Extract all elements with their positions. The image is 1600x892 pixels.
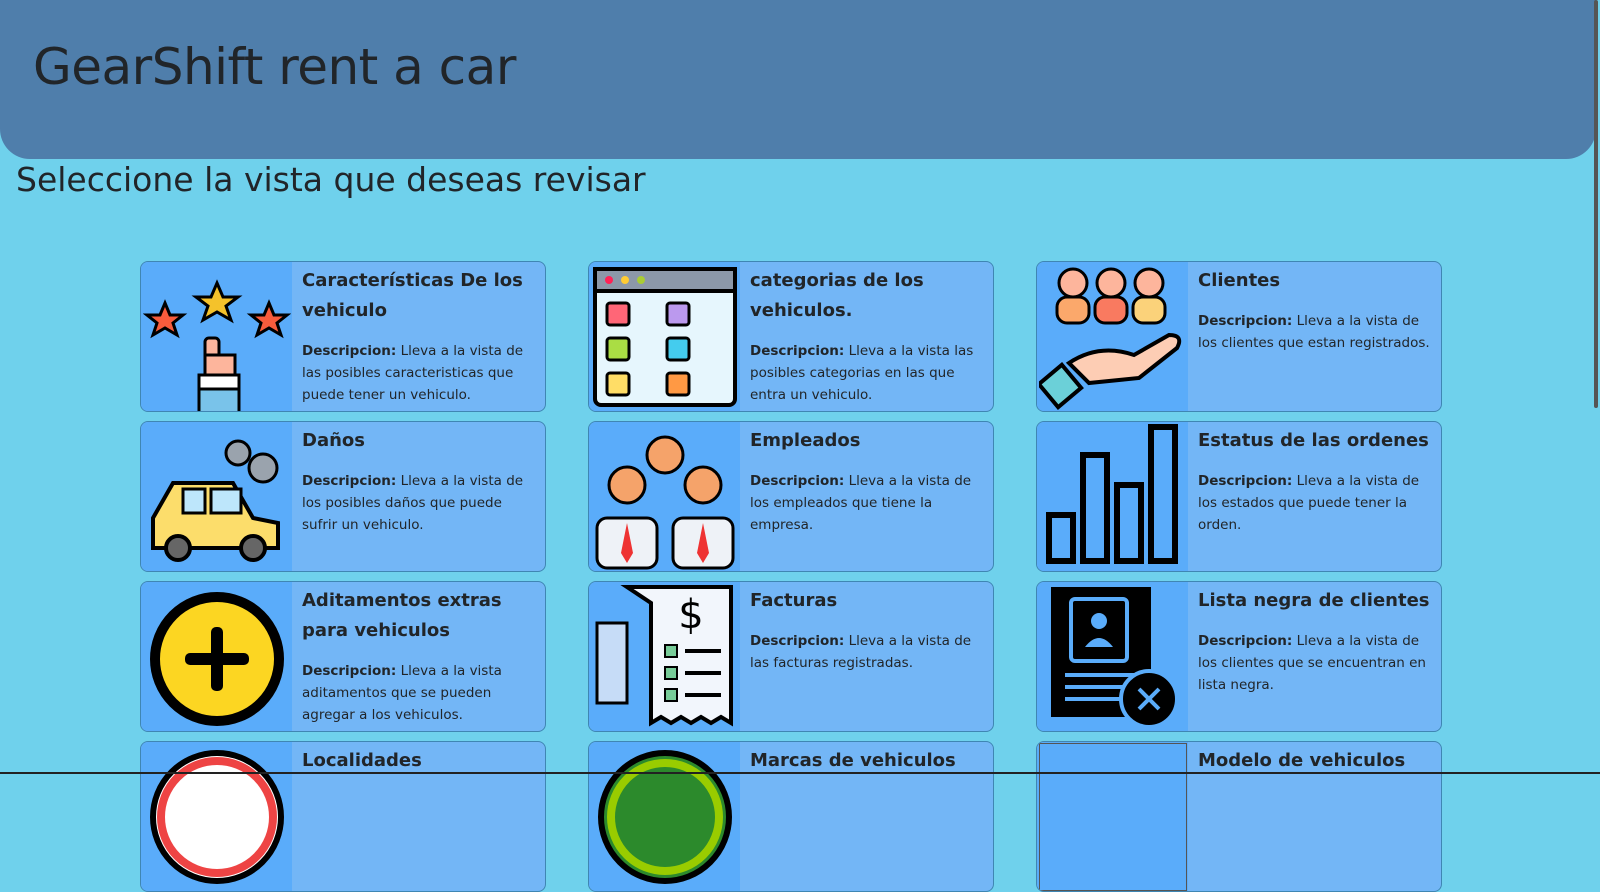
model-icon: [1038, 742, 1187, 891]
card-image: [589, 422, 740, 571]
card-image: [1037, 742, 1188, 891]
card-title: Clientes: [1198, 270, 1281, 291]
header: GearShift rent a car: [0, 0, 1596, 159]
description-label: Descripcion:: [302, 663, 397, 679]
view-card[interactable]: Modelo de vehiculos: [1036, 741, 1442, 892]
card-image: [1037, 582, 1188, 731]
page-subtitle: Seleccione la vista que deseas revisar: [16, 160, 646, 199]
card-description: Descripcion: Lleva a la vista de los pos…: [302, 470, 541, 536]
card-image: [141, 262, 292, 411]
description-label: Descripcion:: [1198, 313, 1293, 329]
card-image: [1037, 422, 1188, 571]
card-title: Empleados: [750, 430, 861, 451]
viewport-edge: [0, 772, 1600, 774]
bar-chart-icon: [1045, 423, 1178, 564]
card-title: Características De los vehiculo: [302, 270, 523, 321]
damaged-car-icon: [150, 439, 280, 562]
employees-icon: [595, 435, 734, 569]
description-text: Lleva a la vista de los empleados que ti…: [750, 473, 972, 533]
location-icon: [149, 749, 284, 884]
card-title: Estatus de las ordenes: [1198, 430, 1429, 451]
card-body: Localidades: [292, 742, 426, 891]
description-label: Descripcion:: [1198, 633, 1293, 649]
card-description: Descripcion: Lleva a la vista de las pos…: [302, 340, 541, 406]
card-title: categorias de los vehiculos.: [750, 270, 924, 321]
vertical-scrollbar[interactable]: [1594, 0, 1598, 408]
card-title: Marcas de vehiculos: [750, 750, 956, 771]
plus-circle-icon: [149, 591, 284, 726]
card-description: Descripcion: Lleva a la vista de los est…: [1198, 470, 1437, 536]
card-description: Descripcion: Lleva a la vista de los cli…: [1198, 630, 1437, 696]
card-image: [141, 422, 292, 571]
card-description: Descripcion: Lleva a la vista de los emp…: [750, 470, 989, 536]
invoice-icon: $: [595, 584, 733, 727]
description-label: Descripcion:: [302, 343, 397, 359]
description-text: Lleva a la vista de los clientes que se …: [1198, 633, 1426, 693]
card-title: Lista negra de clientes: [1198, 590, 1430, 611]
card-description: Descripcion: Lleva a la vista las posibl…: [750, 340, 989, 406]
card-title: Daños: [302, 430, 365, 451]
description-label: Descripcion:: [750, 473, 845, 489]
card-title: Modelo de vehiculos: [1198, 750, 1406, 771]
card-image: $: [589, 582, 740, 731]
brand-icon: [597, 749, 732, 884]
card-image: [1037, 262, 1188, 411]
card-description: Descripcion: Lleva a la vista de los cli…: [1198, 310, 1437, 354]
card-title: Aditamentos extras para vehiculos: [302, 590, 502, 641]
clients-hand-icon: [1038, 267, 1181, 410]
blacklist-icon: [1050, 586, 1179, 729]
card-title: Facturas: [750, 590, 838, 611]
card-description: Descripcion: Lleva a la vista de las fac…: [750, 630, 989, 674]
description-text: Lleva a la vista de los posibles daños q…: [302, 473, 524, 533]
card-body: Modelo de vehiculos: [1188, 742, 1409, 891]
card-body: Marcas de vehiculos: [740, 742, 960, 891]
description-text: Lleva a la vista de los estados que pued…: [1198, 473, 1420, 533]
svg-text:$: $: [678, 592, 703, 638]
description-text: Lleva a la vista de las posibles caracte…: [302, 343, 524, 403]
card-image: [589, 262, 740, 411]
categories-window-icon: [592, 266, 737, 407]
card-body: categorias de los vehiculos. Descripcion:…: [740, 262, 993, 411]
description-text: Lleva a la vista de los clientes que est…: [1198, 313, 1430, 351]
card-description: Descripcion: Lleva a la vista aditamento…: [302, 660, 541, 726]
card-image: [589, 742, 740, 891]
card-image: [141, 742, 292, 891]
view-card[interactable]: Marcas de vehiculos: [588, 741, 994, 892]
card-image: [141, 582, 292, 731]
stars-thumb-icon: [142, 278, 291, 411]
description-label: Descripcion:: [750, 343, 845, 359]
description-text: Lleva a la vista las posibles categorias…: [750, 343, 974, 403]
view-card[interactable]: categorias de los vehiculos. Descripcion:…: [588, 261, 994, 412]
description-text: Lleva a la vista de las facturas registr…: [750, 633, 972, 671]
description-label: Descripcion:: [1198, 473, 1293, 489]
description-label: Descripcion:: [302, 473, 397, 489]
view-card[interactable]: Localidades: [140, 741, 546, 892]
app-title: GearShift rent a car: [33, 38, 516, 96]
card-title: Localidades: [302, 750, 422, 771]
description-text: Lleva a la vista aditamentos que se pued…: [302, 663, 502, 723]
description-label: Descripcion:: [750, 633, 845, 649]
